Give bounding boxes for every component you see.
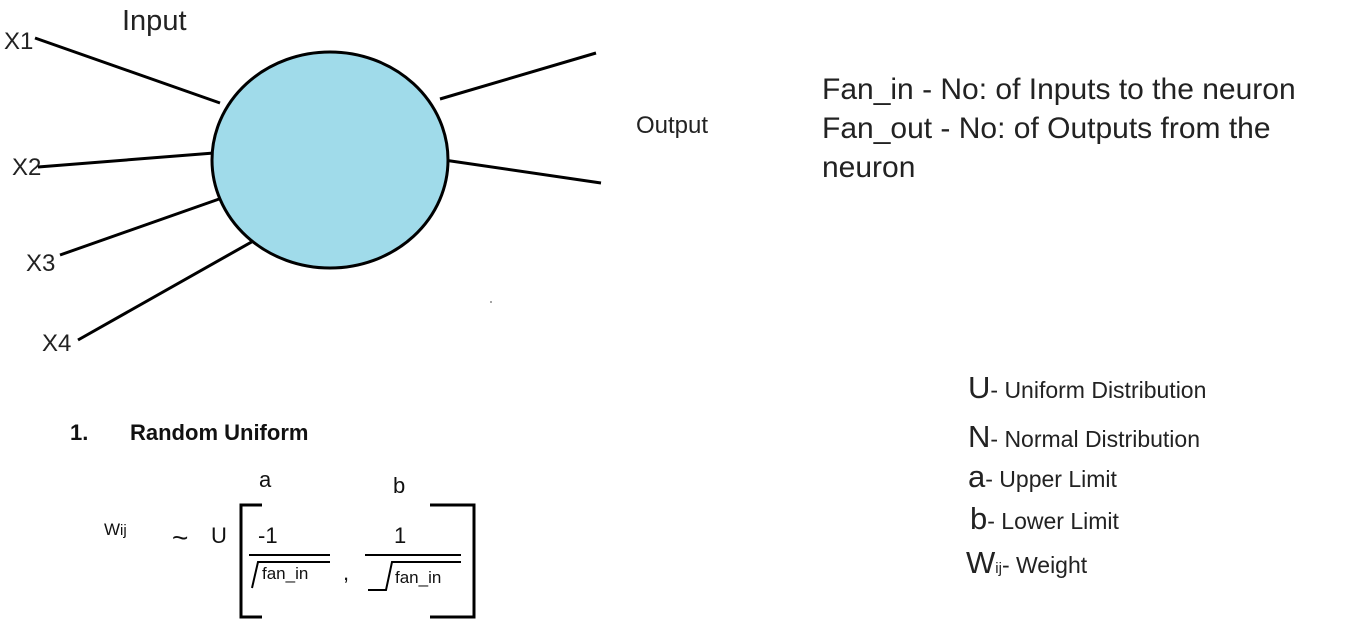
- formula-a-label: a: [259, 467, 272, 492]
- formula-dist: U: [211, 523, 227, 548]
- right-bracket: [430, 503, 476, 619]
- legend-b-text: - Lower Limit: [987, 508, 1119, 534]
- input-edge-x3: [59, 196, 223, 257]
- legend-w: Wij- Weight: [966, 545, 1087, 581]
- input-label-x2: X2: [12, 154, 42, 181]
- legend-a-symbol: a: [968, 459, 986, 494]
- fan-out-definition-cont: neuron: [822, 151, 916, 184]
- output-label: Output: [636, 112, 709, 139]
- fan-definitions: Fan_in - No: of Inputs to the neuron Fan…: [822, 70, 1296, 187]
- input-label-x3: X3: [26, 250, 56, 277]
- formula-brackets: [239, 503, 476, 619]
- legend-b-symbol: b: [970, 501, 988, 536]
- legend-a: a- Upper Limit: [968, 459, 1117, 495]
- legend-b: b- Lower Limit: [970, 501, 1119, 537]
- sqrt-sign-right: [368, 561, 461, 591]
- formula-b-label: b: [393, 473, 406, 498]
- formula-num-left: -1: [258, 523, 278, 548]
- input-edge-x2: [37, 151, 215, 169]
- fan-out-definition: Fan_out - No: of Outputs from the: [822, 112, 1271, 145]
- fan-in-definition: Fan_in - No: of Inputs to the neuron: [822, 73, 1296, 106]
- legend-a-text: - Upper Limit: [985, 466, 1117, 492]
- input-edge-x4: [77, 238, 256, 342]
- formula-num-right: 1: [394, 523, 407, 548]
- formula-tilde: ~: [172, 522, 189, 553]
- input-label: Input: [122, 5, 187, 37]
- section-title: Random Uniform: [130, 420, 309, 445]
- legend-u-symbol: U: [968, 370, 991, 405]
- input-label-x4: X4: [42, 330, 72, 357]
- dot-mark: [490, 301, 492, 303]
- legend-u-text: - Uniform Distribution: [990, 377, 1207, 403]
- formula-comma: ,: [343, 560, 350, 585]
- formula-lhs-subscript: ij: [120, 522, 127, 539]
- output-edge-1: [439, 51, 597, 101]
- formula-lhs-symbol: W: [104, 520, 121, 539]
- sqrt-sign-left: [251, 561, 330, 589]
- formula-den-right: fan_in: [395, 568, 442, 587]
- section-number: 1.: [70, 420, 89, 445]
- legend-u: U- Uniform Distribution: [968, 370, 1206, 406]
- left-bracket: [239, 503, 262, 619]
- legend-n-text: - Normal Distribution: [990, 426, 1200, 452]
- legend-w-symbol: W: [966, 545, 996, 580]
- legend-n-symbol: N: [968, 419, 991, 454]
- legend-n: N- Normal Distribution: [968, 419, 1200, 455]
- output-edge-2: [443, 158, 602, 185]
- input-edge-x1: [34, 36, 221, 105]
- input-label-x1: X1: [4, 28, 34, 55]
- legend-w-subscript: ij: [995, 560, 1002, 577]
- legend-w-text: - Weight: [1001, 552, 1088, 578]
- formula-den-left: fan_in: [262, 564, 309, 583]
- fraction-parts: [249, 554, 461, 591]
- formula-lhs: Wij: [104, 520, 127, 540]
- neuron-circle: [210, 50, 450, 270]
